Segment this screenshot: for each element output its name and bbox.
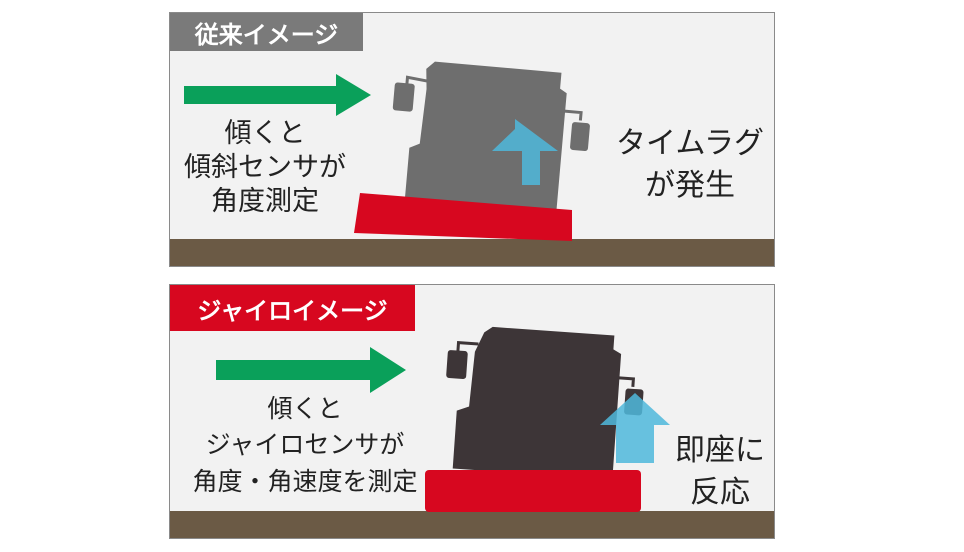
gyro-left-text: 傾くと ジャイロセンサが 角度・角速度を測定 — [180, 391, 430, 500]
text-line: 角度・角速度を測定 — [192, 466, 418, 496]
gyro-right-text: 即座に 反応 — [665, 430, 775, 514]
text-line: 反応 — [690, 475, 750, 510]
text-line: 傾くと — [267, 394, 343, 423]
gyro-panel: ジャイロイメージ 傾くと ジャイロセンサが 角度・角速度を測定 即座に 反応 — [169, 284, 775, 539]
conventional-illustration — [184, 61, 590, 241]
base-pad — [425, 470, 641, 512]
base-pad — [354, 193, 572, 241]
gyro-illustration — [216, 326, 670, 512]
text-line: 即座に — [675, 433, 765, 468]
conventional-right-text: タイムラグ が発生 — [610, 123, 770, 207]
text-line: 傾くと — [224, 118, 306, 149]
conventional-left-text: 傾くと 傾斜センサが 角度測定 — [170, 117, 360, 218]
text-line: 角度測定 — [211, 185, 319, 217]
text-line: 傾斜センサが — [184, 151, 346, 183]
text-line: タイムラグ — [616, 126, 764, 161]
conventional-panel: 従来イメージ 傾くと 傾斜センサが 角度測定 タイムラグ が発生 — [169, 12, 775, 267]
lift-arrow-icon — [600, 393, 670, 463]
ground — [170, 511, 774, 538]
conventional-label: 従来イメージ — [170, 13, 363, 51]
text-line: が発生 — [645, 168, 735, 203]
push-arrow-icon — [216, 347, 406, 393]
gyro-label: ジャイロイメージ — [170, 285, 415, 331]
ground — [170, 239, 774, 266]
text-line: ジャイロセンサが — [205, 430, 405, 460]
lift-arrow-icon — [492, 119, 558, 185]
push-arrow-icon — [184, 74, 371, 116]
